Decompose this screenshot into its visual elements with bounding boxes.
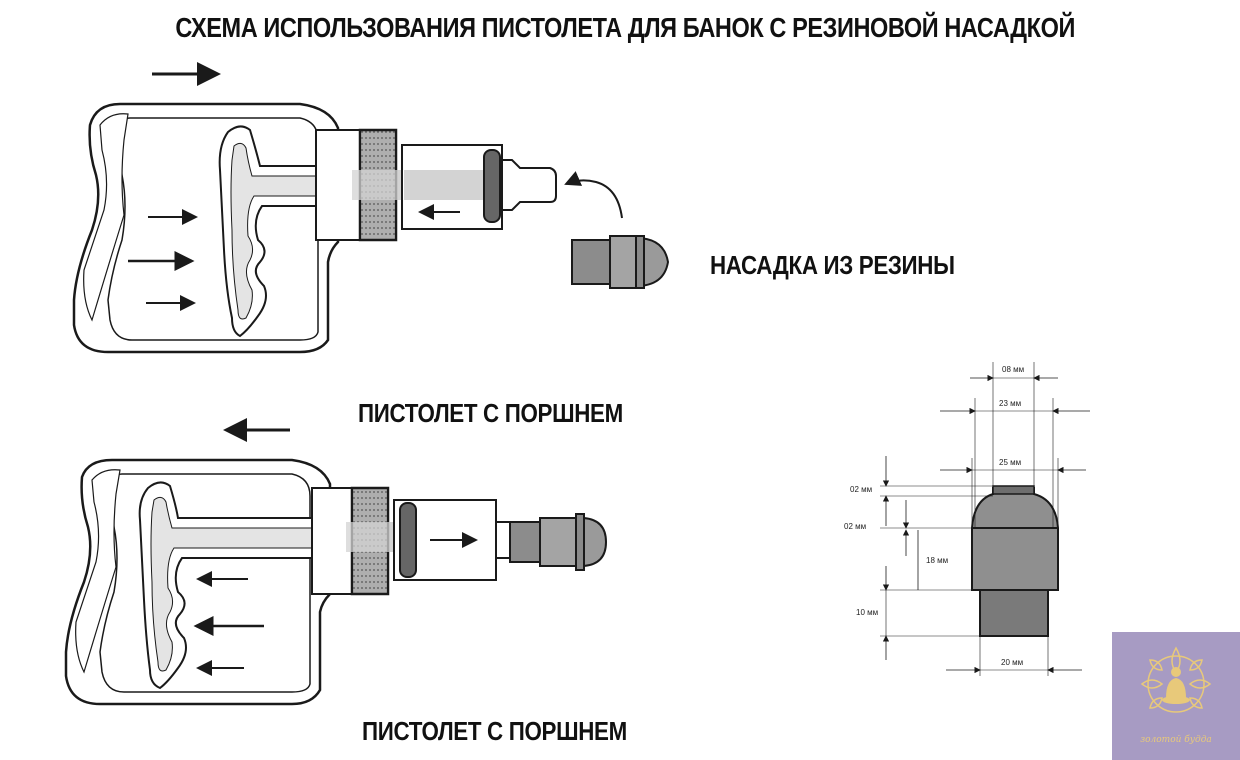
dim-label: 08 мм bbox=[1002, 365, 1024, 374]
dimension-drawing bbox=[880, 362, 1090, 676]
dim-label: 10 мм bbox=[856, 608, 878, 617]
pump-gun-top bbox=[72, 62, 623, 354]
grip-strip bbox=[83, 113, 129, 322]
dim-label: 20 мм bbox=[1001, 658, 1023, 667]
dim-label: 23 мм bbox=[999, 399, 1021, 408]
dim-label: 18 мм bbox=[926, 556, 948, 565]
plunger-seal bbox=[483, 149, 501, 223]
t-handle-inner bbox=[150, 496, 327, 672]
gun-window bbox=[99, 473, 311, 693]
dim-label: 02 мм bbox=[844, 522, 866, 531]
attach-arrow bbox=[564, 171, 623, 219]
t-handle-inner bbox=[230, 142, 331, 320]
rubber-base bbox=[571, 239, 613, 285]
dim-label: 02 мм bbox=[850, 485, 872, 494]
grip-strip bbox=[75, 469, 121, 674]
plunger-seal bbox=[399, 502, 417, 578]
nozzle-caption: НАСАДКА ИЗ РЕЗИНЫ bbox=[710, 250, 955, 280]
nozzle-tip bbox=[501, 159, 557, 211]
pump-gun-bottom bbox=[64, 418, 543, 706]
gun-top-caption: ПИСТОЛЕТ С ПОРШНЕМ bbox=[358, 398, 623, 428]
rubber-body bbox=[609, 235, 639, 289]
page-title: СХЕМА ИСПОЛЬЗОВАНИЯ ПИСТОЛЕТА ДЛЯ БАНОК … bbox=[175, 12, 1075, 43]
gun-bottom-caption: ПИСТОЛЕТ С ПОРШНЕМ bbox=[362, 716, 627, 746]
dim-label: 25 мм bbox=[999, 458, 1021, 467]
logo-text: золотой будда bbox=[1140, 734, 1212, 745]
dimension-labels: 08 мм 23 мм 25 мм 02 мм 02 мм 18 мм 10 м… bbox=[844, 365, 1024, 667]
rubber-nozzle-attached bbox=[509, 513, 608, 571]
gun-window bbox=[107, 117, 319, 341]
rubber-nozzle bbox=[571, 235, 670, 289]
golden-buddha-logo: золотой будда bbox=[1112, 632, 1240, 760]
